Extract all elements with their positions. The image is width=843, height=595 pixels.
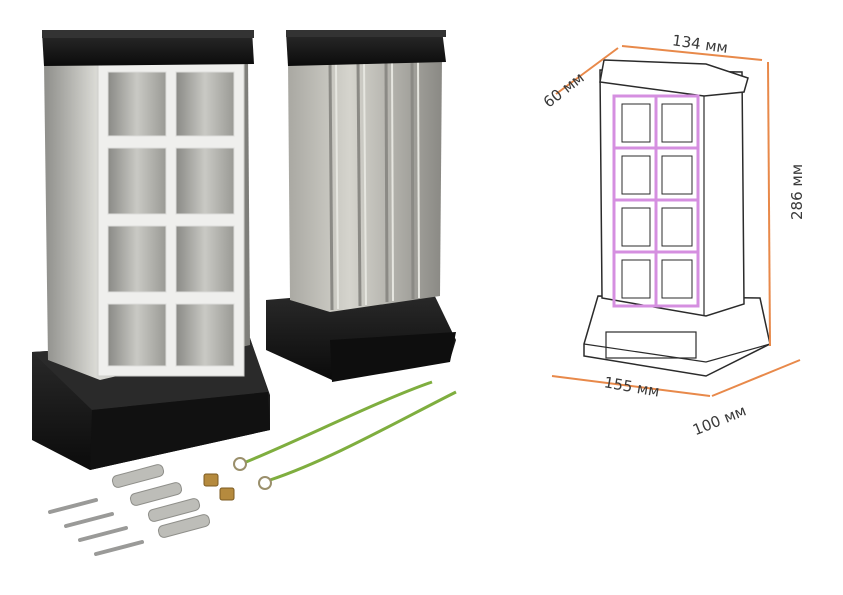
- width-dimension-label: 134 мм: [671, 31, 729, 57]
- base-width-dimension-label: 155 мм: [603, 373, 661, 400]
- right-sensor-unit: [266, 30, 456, 382]
- dimension-drawing: 134 мм 60 мм 286 мм 155 мм 100 мм: [540, 31, 806, 439]
- ground-wires: [233, 380, 457, 490]
- screws: [48, 498, 144, 556]
- terminal-nuts: [203, 473, 235, 501]
- window-grid-highlight: [612, 94, 700, 308]
- dimension-lines: [551, 45, 801, 397]
- height-dimension-label: 286 мм: [788, 164, 806, 220]
- wall-plugs: [111, 464, 211, 538]
- left-sensor-unit: [32, 30, 270, 470]
- depth-top-dimension-label: 60 мм: [540, 69, 588, 112]
- base-depth-dimension-label: 100 мм: [690, 402, 749, 440]
